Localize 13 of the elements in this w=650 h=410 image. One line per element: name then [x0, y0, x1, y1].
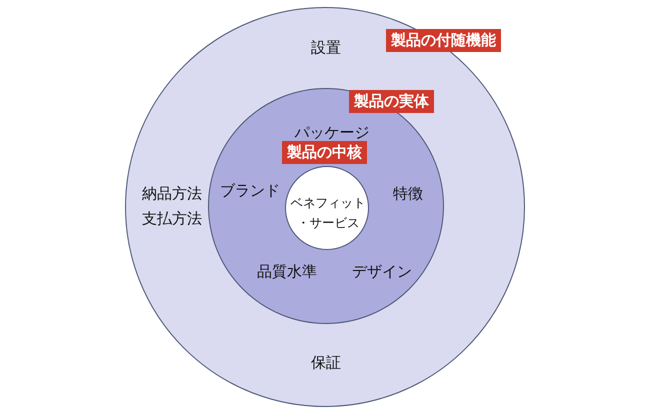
label-text: ブランド [220, 182, 280, 200]
label-tag: 製品の付随機能 [386, 29, 501, 52]
label-tag: 製品の実体 [349, 90, 434, 113]
label-text: 保証 [311, 354, 341, 372]
label-text: 特徴 [393, 184, 423, 204]
label-text: ベネフィット・サービス [290, 194, 366, 232]
label-text: 設置 [311, 38, 341, 58]
label-text: パッケージ [294, 124, 370, 142]
label-text: デザイン [352, 262, 412, 282]
label-text: 支払方法 [142, 210, 202, 228]
label-text: 品質水準 [257, 262, 317, 282]
label-text: 納品方法 [142, 184, 202, 204]
label-tag: 製品の中核 [282, 141, 367, 164]
